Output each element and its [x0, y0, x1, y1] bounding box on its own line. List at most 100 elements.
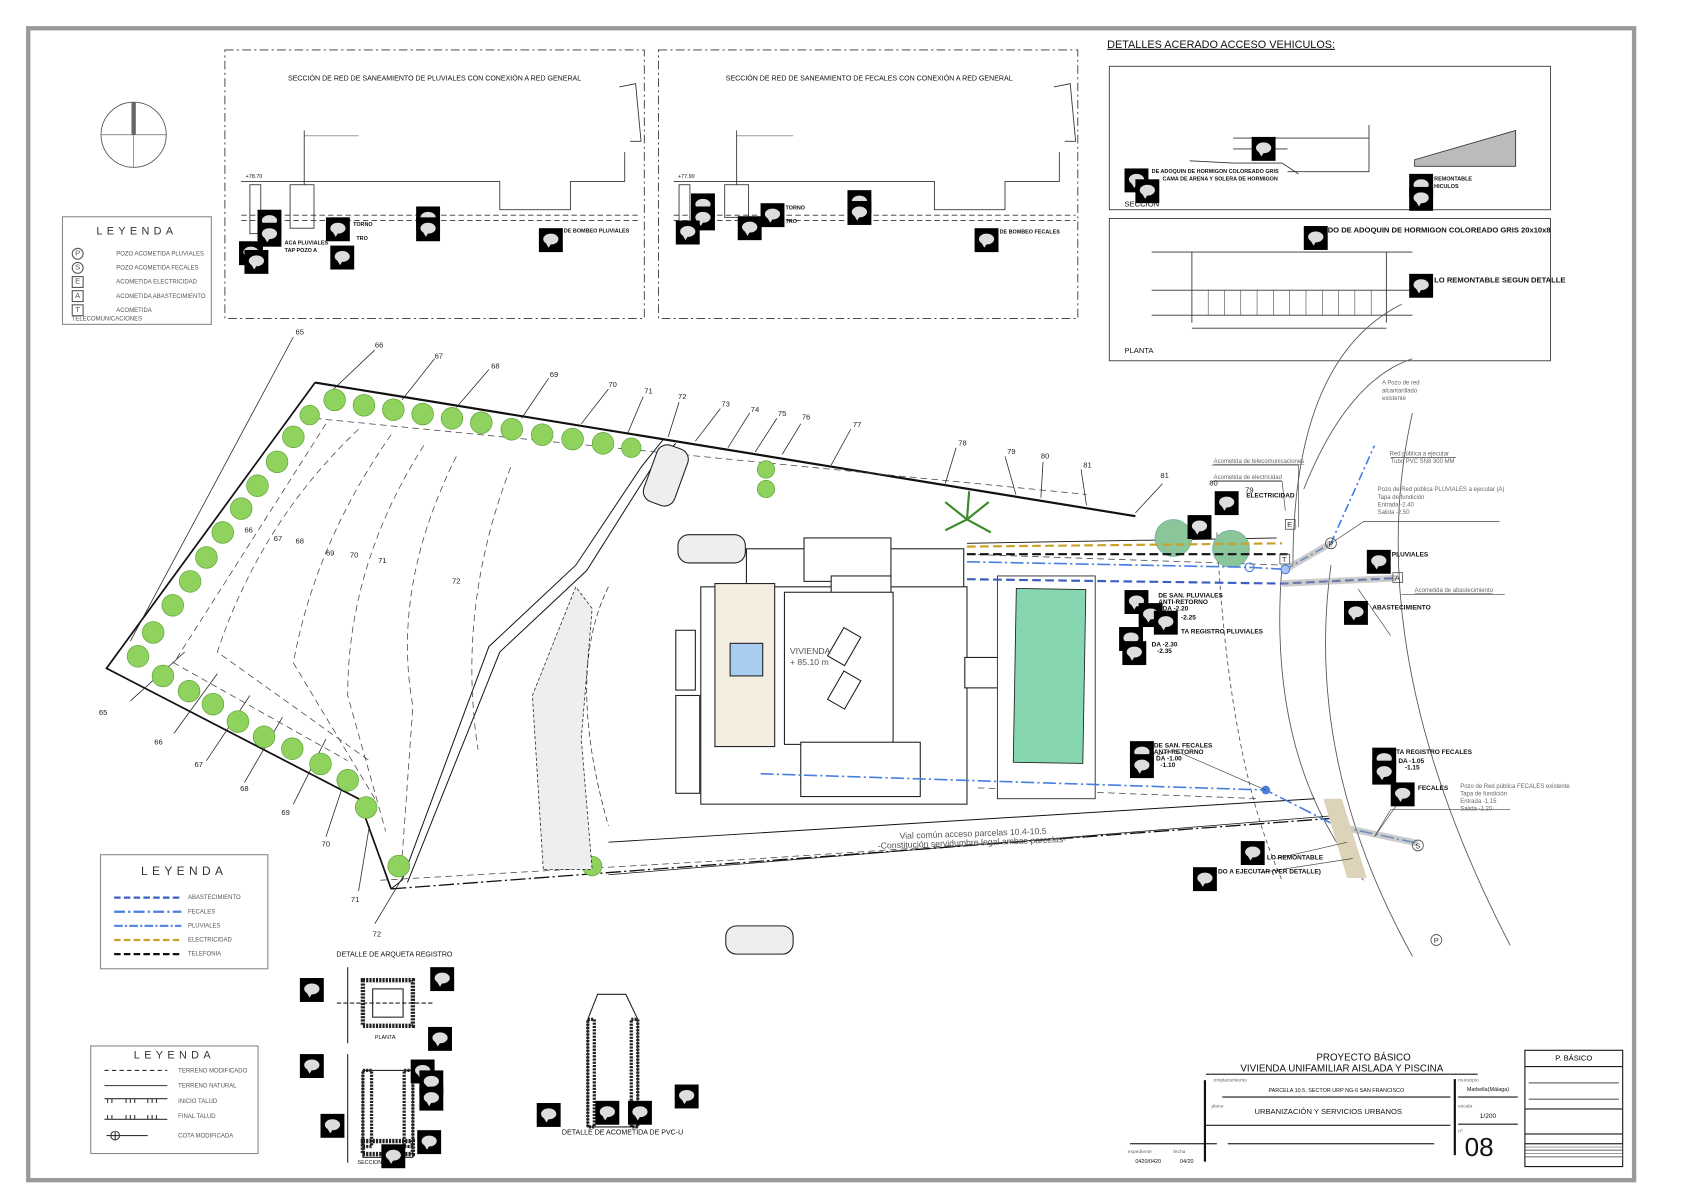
annotation: Red pública a ejecutar	[1390, 451, 1449, 457]
annotation: -1.15	[1405, 764, 1420, 771]
service-lines	[760, 445, 1419, 879]
legend-label: POZO ACOMETIDA FECALES	[116, 265, 199, 272]
comment-icon[interactable]	[428, 1026, 452, 1051]
comment-icon[interactable]	[1187, 515, 1212, 540]
annotation: TA REGISTRO FECALES	[1396, 749, 1472, 756]
legend-label: TERRENO NATURAL	[178, 1083, 237, 1090]
comment-icon[interactable]	[627, 1100, 652, 1125]
legend-item: COTA MODIFICADA	[104, 1130, 233, 1141]
comment-icon[interactable]	[1390, 782, 1415, 807]
comment-icon[interactable]	[1122, 641, 1147, 666]
house	[675, 537, 1005, 805]
stamp-title: P. BÁSICO	[1525, 1055, 1623, 1068]
annotation: Pozo de Red pública PLUVIALES a ejecutar…	[1378, 487, 1505, 493]
legend-item: TELEFONIA	[114, 951, 221, 958]
legend-item: TERRENO MODIFICADO	[104, 1066, 247, 1076]
pool	[996, 575, 1096, 800]
annotation: ELECTRICIDAD	[1246, 493, 1295, 500]
palm-tree-icon	[944, 491, 992, 534]
vivienda-level: + 85.10 m	[790, 657, 829, 667]
comment-icon[interactable]	[760, 203, 785, 228]
label-79: 79	[1245, 485, 1253, 494]
comment-icon[interactable]	[430, 967, 455, 992]
comment-icon[interactable]	[1192, 867, 1217, 892]
comment-icon[interactable]	[538, 228, 563, 253]
line-swatch	[104, 1098, 168, 1104]
comment-icon[interactable]	[330, 245, 355, 270]
annotation: Salida -2.50	[1378, 510, 1411, 516]
contour-label: 65	[296, 328, 304, 337]
comment-icon[interactable]	[536, 1103, 561, 1127]
legend-item: TERRENO NATURAL	[104, 1081, 237, 1091]
escala-label: escala	[1458, 1103, 1473, 1109]
plano-label: plano	[1211, 1103, 1224, 1109]
contour-label: 79	[1007, 447, 1015, 456]
comment-icon[interactable]	[1214, 491, 1239, 516]
line-swatch	[114, 938, 182, 942]
contour-label: 70	[322, 840, 330, 849]
line-swatch	[114, 953, 182, 956]
contour-label: 72	[452, 577, 460, 586]
annotation: TORNO	[786, 206, 805, 212]
comment-icon[interactable]	[1409, 186, 1434, 211]
comment-icon[interactable]	[416, 217, 441, 242]
comment-icon[interactable]	[325, 217, 350, 242]
comment-icon[interactable]	[847, 201, 872, 225]
comment-icon[interactable]	[299, 1054, 324, 1079]
annotation: FECALES	[1418, 785, 1449, 792]
legend-symbol: P	[71, 247, 84, 260]
planta-label: PLANTA	[375, 1035, 396, 1041]
contour-label: 66	[244, 525, 252, 534]
expediente-label: expediente	[1127, 1148, 1152, 1155]
comment-icon[interactable]	[419, 1086, 444, 1111]
label-80: 80	[1209, 479, 1217, 488]
comment-icon[interactable]	[1153, 610, 1178, 635]
access-ramp	[586, 586, 609, 826]
comment-icon[interactable]	[257, 222, 282, 247]
contour-label: 81	[1083, 460, 1091, 469]
emplazamiento-value: PARCELA 10.5, SECTOR URP NG-6 SAN FRANCI…	[1222, 1088, 1451, 1098]
legend-item: PLUVIALES	[114, 923, 221, 930]
comment-icon[interactable]	[244, 249, 269, 274]
legend-label: FECALES	[187, 908, 216, 916]
legend-title: LEYENDA	[141, 865, 228, 879]
contour-label: 70	[350, 550, 358, 559]
comment-icon[interactable]	[737, 216, 762, 241]
comment-icon[interactable]	[1303, 226, 1328, 250]
comment-icon[interactable]	[595, 1100, 620, 1125]
comment-icon[interactable]	[1251, 136, 1276, 161]
annotation: DE BOMBEO FECALES	[1000, 230, 1061, 236]
comment-icon[interactable]	[1240, 841, 1265, 866]
emplazamiento-label: emplazamiento	[1213, 1076, 1247, 1083]
marker-p: P	[1328, 540, 1333, 549]
comment-icon[interactable]	[299, 978, 324, 1002]
comment-icon[interactable]	[1372, 760, 1397, 785]
annotation: existente	[1382, 396, 1407, 402]
comment-icon[interactable]	[1135, 179, 1160, 204]
comment-icon[interactable]	[1409, 273, 1434, 298]
annotation: REMONTABLE	[1434, 176, 1472, 182]
contour-label: 67	[274, 534, 282, 543]
comment-icon[interactable]	[1344, 600, 1368, 625]
annotation: DE SAN. PLUVIALES	[1158, 593, 1223, 600]
comment-icon[interactable]	[1366, 549, 1391, 574]
comment-icon[interactable]	[417, 1130, 442, 1155]
contour-label: 66	[154, 737, 162, 746]
legend-item: FINAL TALUD	[104, 1112, 216, 1122]
comment-icon[interactable]	[974, 228, 999, 253]
comment-icon[interactable]	[320, 1113, 345, 1138]
contour-label: 74	[751, 405, 759, 414]
comment-icon[interactable]	[675, 220, 700, 245]
legend-label: POZO ACOMETIDA PLUVIALES	[116, 251, 204, 258]
acerado-detail	[1108, 65, 1551, 362]
legend-label: TERRENO MODIFICADO	[178, 1068, 248, 1075]
annotation: Acometida de abastecimiento	[1415, 588, 1494, 594]
comment-icon[interactable]	[381, 1144, 406, 1169]
comment-icon[interactable]	[1129, 754, 1154, 779]
comment-icon[interactable]	[674, 1084, 699, 1109]
